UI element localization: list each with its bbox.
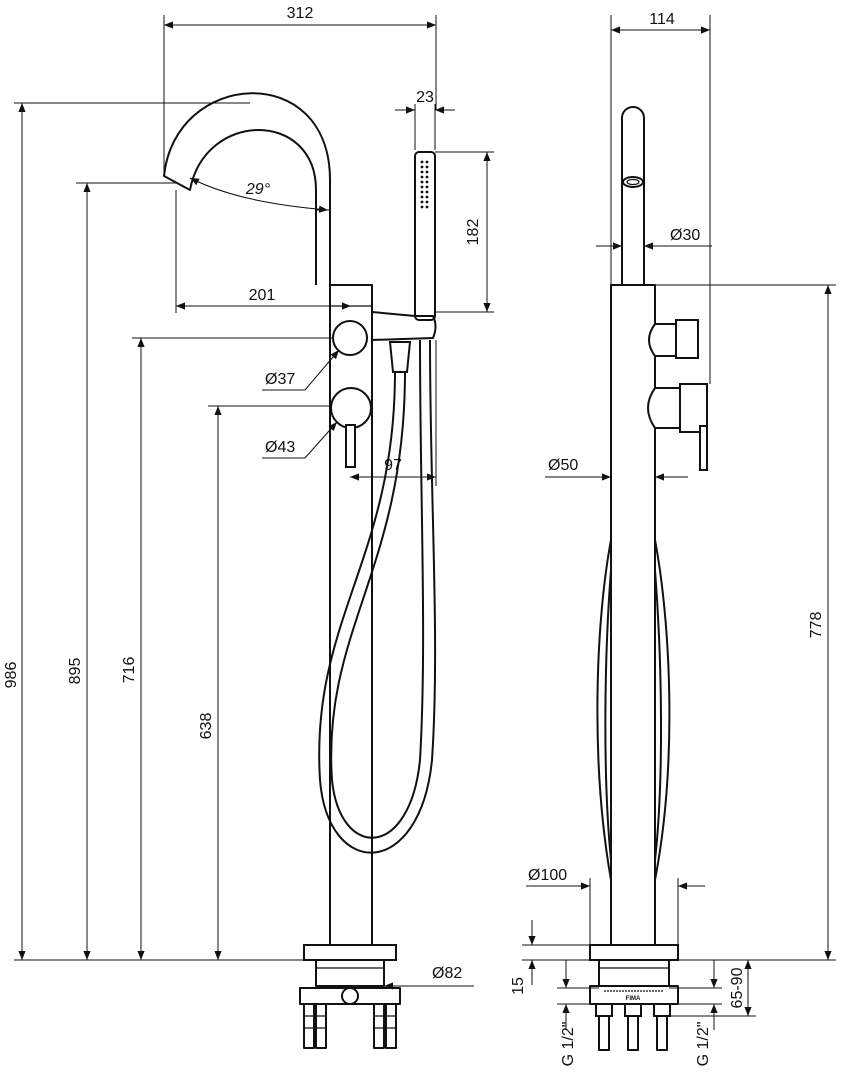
base <box>299 944 401 1049</box>
dim-upper-handle-dia: Ø37 <box>262 349 340 391</box>
dim-label-114: 114 <box>649 11 675 28</box>
dim-label-d37: Ø37 <box>265 371 295 388</box>
dim-label-d82: Ø82 <box>432 965 462 982</box>
dim-label-65-90: 65-90 <box>729 967 746 1008</box>
dim-label-97: 97 <box>384 457 402 474</box>
dim-lower-handle-height-638: 638 <box>198 405 331 960</box>
dim-label-g12-left: G 1/2" <box>560 1022 577 1067</box>
dim-upper-handle-height-716: 716 <box>121 337 333 960</box>
front-spout <box>621 106 645 285</box>
front-upper-handle <box>648 319 699 359</box>
dim-spout-dia: Ø30 <box>596 227 712 250</box>
dim-floor-depth-65-90: 65-90 <box>669 959 756 1017</box>
dim-label-182: 182 <box>465 219 482 246</box>
dim-handshower-length-182: 182 <box>435 151 494 313</box>
dim-flange-dia: Ø100 <box>526 867 705 945</box>
dim-width-312: 312 <box>163 5 437 176</box>
dim-flange-height-15: 15 <box>510 920 590 995</box>
dim-front-width-114: 114 <box>610 11 711 384</box>
dim-label-d100: Ø100 <box>528 867 567 884</box>
dim-connection-right: G 1/2" <box>669 960 722 1066</box>
dim-label-d50: Ø50 <box>548 457 578 474</box>
dim-outlet-height-895: 895 <box>67 182 176 960</box>
side-view: 312 23 182 29° 201 <box>3 5 494 1049</box>
dim-label-15: 15 <box>510 977 527 995</box>
dim-label-778: 778 <box>808 612 825 639</box>
dim-label-716: 716 <box>121 657 138 684</box>
upper-handle <box>332 320 368 356</box>
front-hose <box>596 539 671 881</box>
front-view: FIMA 114 Ø30 Ø50 <box>510 11 836 1066</box>
dim-lower-handle-dia: Ø43 <box>262 421 338 459</box>
front-body-column <box>610 284 656 946</box>
dim-spout-angle: 29° <box>189 177 330 213</box>
dim-label-201: 201 <box>249 287 276 304</box>
hose <box>318 339 437 854</box>
brand-mark: FIMA <box>626 996 641 1002</box>
dim-label-d43: Ø43 <box>265 439 295 456</box>
dim-label-29: 29° <box>245 181 271 198</box>
front-base: FIMA <box>589 944 679 1051</box>
hand-shower <box>371 151 437 341</box>
dim-holder-offset-97: 97 <box>350 340 437 486</box>
dim-label-g12-right: G 1/2" <box>695 1022 712 1067</box>
dim-label-d30: Ø30 <box>670 227 700 244</box>
dim-body-dia: Ø50 <box>545 457 688 481</box>
dim-base-dia: Ø82 <box>384 965 474 990</box>
spray-nozzles <box>420 160 429 209</box>
dim-total-height-986: 986 <box>3 102 250 960</box>
dim-label-986: 986 <box>3 662 20 689</box>
dim-label-638: 638 <box>198 713 215 740</box>
dim-outlet-offset-201: 201 <box>175 190 351 313</box>
lower-handle <box>330 387 372 468</box>
dim-label-895: 895 <box>67 658 84 685</box>
dim-handshower-dia-23: 23 <box>395 89 455 150</box>
front-lower-handle <box>647 383 708 471</box>
dim-label-23: 23 <box>416 89 434 106</box>
dim-label-312: 312 <box>287 5 314 22</box>
dim-connection-left: G 1/2" <box>557 960 599 1066</box>
